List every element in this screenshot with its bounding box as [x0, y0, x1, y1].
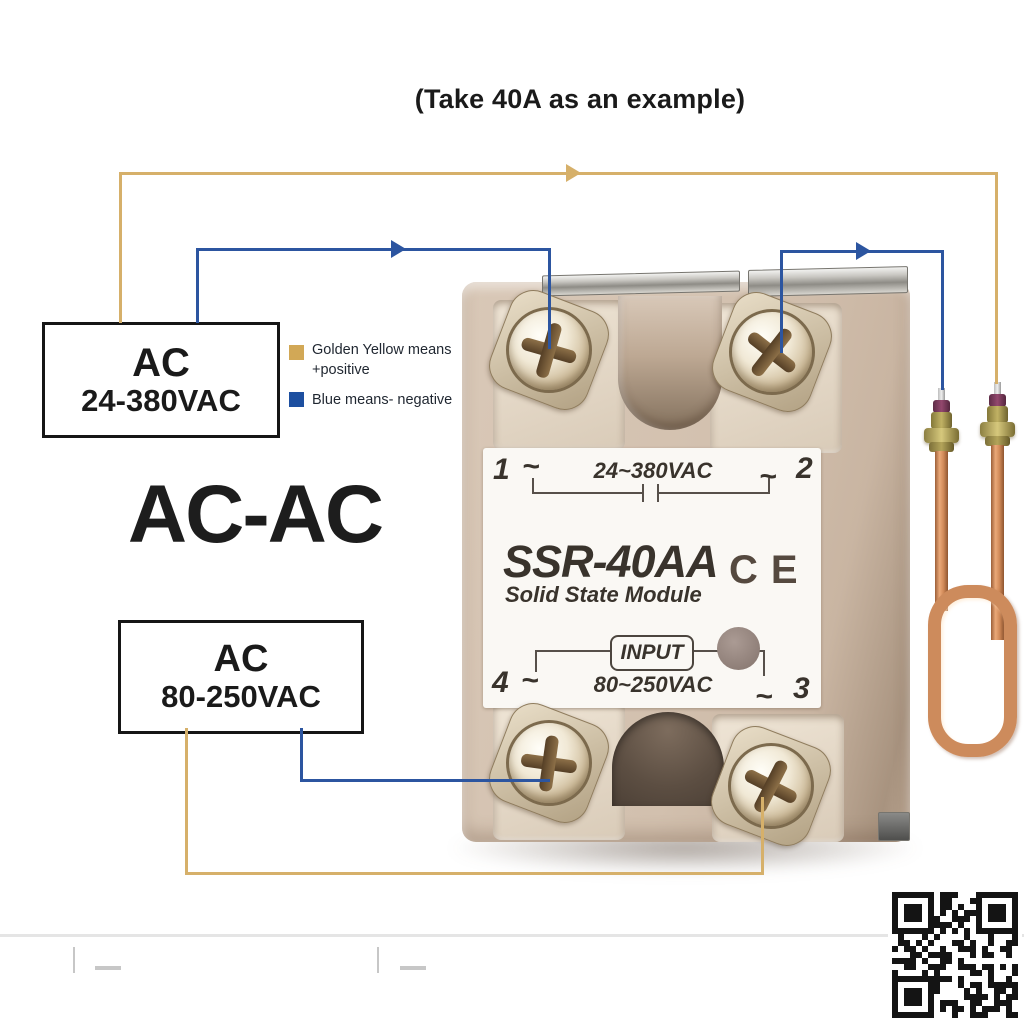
- brass-flange: [980, 422, 1015, 437]
- blue-swatch-icon: [289, 392, 304, 407]
- load-box-range: 24-380VAC: [81, 382, 241, 418]
- ac-symbol: ~: [755, 680, 773, 713]
- ac-symbol: ~: [522, 450, 540, 483]
- led-indicator: [717, 627, 760, 670]
- bottom-arch-notch: [612, 712, 724, 806]
- next-section-fragment: [377, 947, 379, 973]
- terminal-screw-4: [481, 695, 617, 831]
- next-section-fragment: [400, 966, 426, 970]
- copper-tube-left: [935, 451, 948, 611]
- phillips-cross-icon: [712, 292, 833, 413]
- metal-tab: [878, 812, 910, 841]
- schematic-contact: [642, 484, 644, 502]
- copper-loop: [928, 585, 1017, 757]
- terminal-2-label: 2: [796, 452, 813, 485]
- terminal-screw-3: [703, 718, 839, 854]
- terminal-1-label: 1: [493, 453, 510, 486]
- brass-nut: [987, 406, 1008, 423]
- terminal-pin: [994, 382, 1001, 395]
- metal-tab: [748, 266, 908, 297]
- module-label: 1 ~ 24~380VAC ~ 2 SSR-40AA Solid State M…: [483, 448, 821, 713]
- schematic-line: [657, 492, 770, 494]
- mounting-notch: [618, 296, 722, 430]
- insulator-ring: [933, 400, 950, 413]
- ce-mark: CE: [729, 548, 811, 592]
- gold-swatch-icon: [289, 345, 304, 360]
- module-type-label: Solid State Module: [505, 582, 702, 607]
- input-box-title: AC: [213, 638, 269, 680]
- legend-blue-text: Blue means- negative: [312, 392, 453, 408]
- blue-arrow-icon: [856, 242, 871, 260]
- blue-arrow-icon: [391, 240, 406, 258]
- schematic-line: [535, 650, 537, 672]
- schematic-line: [763, 650, 765, 676]
- schematic-line: [768, 478, 770, 494]
- next-section-fragment: [95, 966, 121, 970]
- page-title: (Take 40A as an example): [414, 84, 746, 114]
- input-box-range: 80-250VAC: [161, 678, 321, 714]
- next-section-fragment: [73, 947, 75, 973]
- brass-collar: [929, 442, 954, 452]
- input-label: INPUT: [610, 635, 694, 671]
- terminal-screw-2: [704, 284, 840, 420]
- input-rating: 80~250VAC: [593, 672, 713, 697]
- terminal-4-label: 4: [492, 666, 509, 699]
- terminal-pin: [938, 388, 945, 401]
- output-rating: 24~380VAC: [593, 458, 713, 483]
- section-divider: [0, 934, 1024, 937]
- model-number: SSR-40AA: [503, 536, 719, 587]
- qr-code: [888, 888, 1022, 1022]
- ac-symbol: ~: [521, 664, 539, 697]
- load-voltage-box: AC 24-380VAC: [42, 322, 280, 438]
- terminal-3-label: 3: [793, 672, 810, 705]
- gold-arrow-icon: [566, 164, 581, 182]
- input-voltage-box: AC 80-250VAC: [118, 620, 364, 734]
- brass-collar: [985, 436, 1010, 446]
- load-box-title: AC: [132, 340, 190, 385]
- schematic-line: [532, 492, 644, 494]
- brass-flange: [924, 428, 959, 443]
- schematic-line: [532, 478, 534, 494]
- conversion-type-label: AC-AC: [127, 469, 384, 560]
- legend-gold-text: Golden Yellow means +positive: [312, 342, 452, 378]
- ac-symbol: ~: [759, 460, 777, 493]
- brass-nut: [931, 412, 952, 429]
- schematic-line: [535, 650, 610, 652]
- phillips-cross-icon: [500, 714, 597, 811]
- insulator-ring: [989, 394, 1006, 407]
